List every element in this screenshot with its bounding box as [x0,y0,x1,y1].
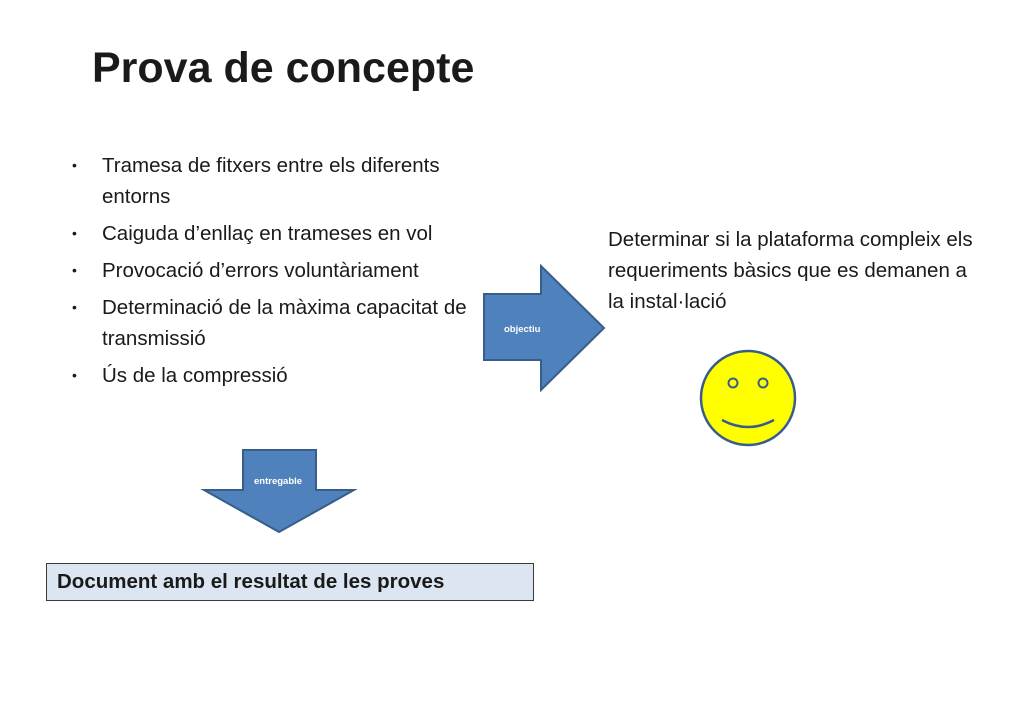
bullet-text: Provocació d’errors voluntàriament [102,259,419,282]
smiley-right-eye [757,377,769,389]
deliverable-arrow-label: entregable [254,476,302,487]
bullet-text: Ús de la compressió [102,364,288,387]
slide-title: Prova de concepte [92,44,475,92]
bullet-marker: • [72,367,77,383]
bullet-text: Caiguda d’enllaç en trameses en vol [102,222,433,245]
smiley-face-icon [699,349,797,447]
objective-text: Determinar si la plataforma compleix els… [608,228,973,313]
bullet-text: Determinació de la màxima capacitat de t… [102,296,467,350]
bullet-item: • Tramesa de fitxers entre els diferents … [72,150,482,212]
bullet-item: • Caiguda d’enllaç en trameses en vol [72,218,482,249]
bullet-item: • Provocació d’errors voluntàriament [72,255,482,286]
smiley-mouth [721,418,775,429]
bullet-item: • Ús de la compressió [72,360,482,391]
right-arrow-shape [483,263,606,393]
smiley-left-eye [727,377,739,389]
bullet-list: • Tramesa de fitxers entre els diferents … [72,150,482,397]
down-arrow-icon: entregable [200,449,358,534]
bullet-marker: • [72,299,77,315]
right-arrow-icon: objectiu [483,263,606,393]
bullet-marker: • [72,225,77,241]
bullet-item: • Determinació de la màxima capacitat de … [72,292,482,354]
result-document-box: Document amb el resultat de les proves [46,563,534,601]
bullet-text: Tramesa de fitxers entre els diferents e… [102,154,440,208]
bullet-marker: • [72,262,77,278]
smiley-face-circle [699,349,797,447]
bullet-marker: • [72,157,77,173]
down-arrow-shape [200,449,358,534]
objective-arrow-label: objectiu [504,324,541,335]
